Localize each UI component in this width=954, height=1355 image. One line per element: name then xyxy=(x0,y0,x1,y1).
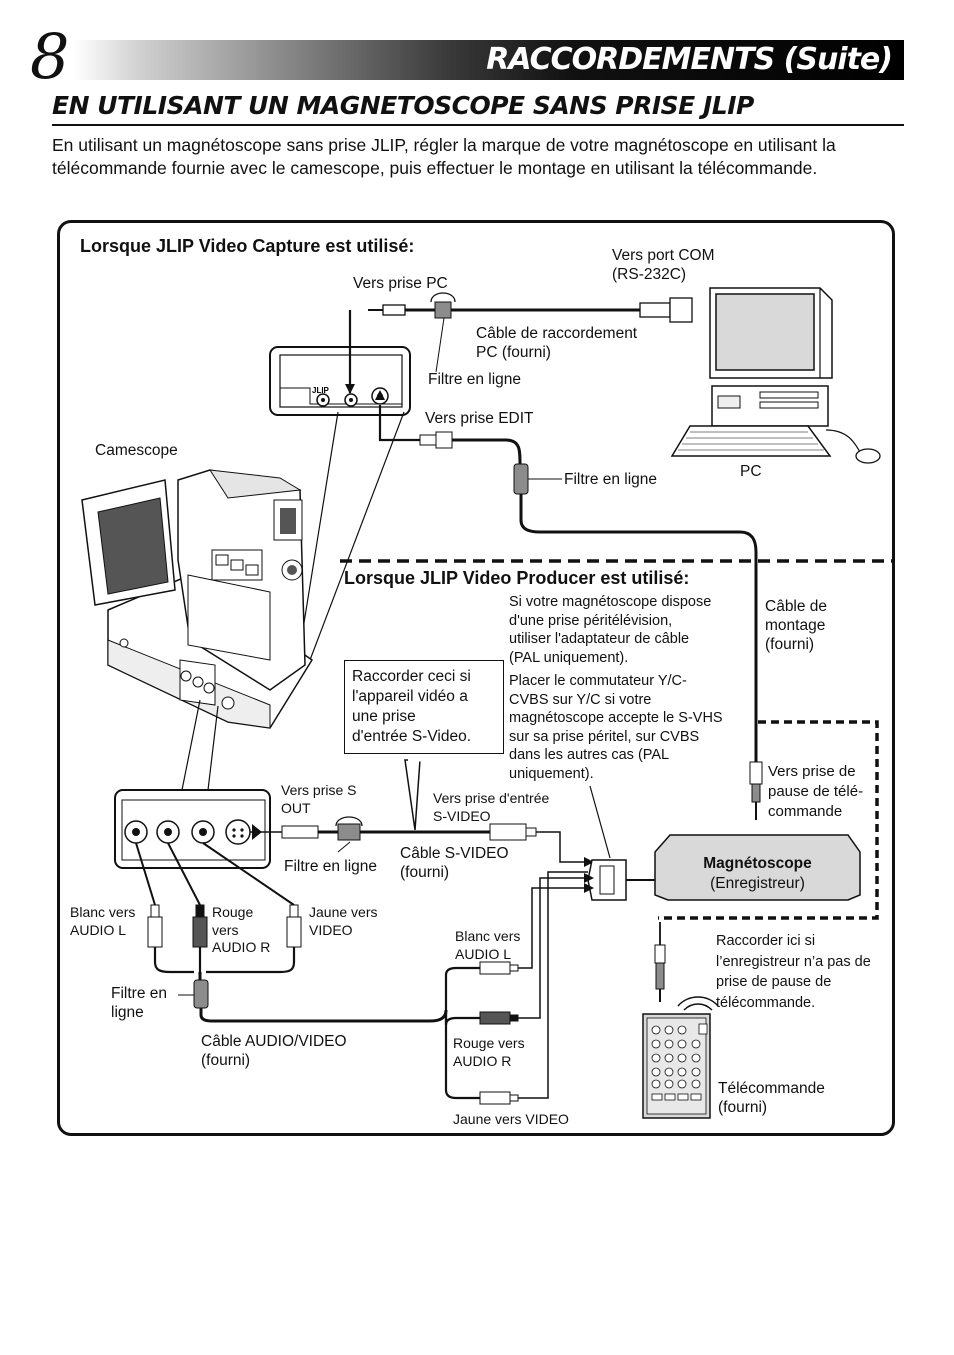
note-peritel: Si votre magnétoscope dispose d'une pris… xyxy=(509,594,712,666)
rca-cables-right xyxy=(444,871,594,1105)
label-jaune-video-right: Jaune vers VIDEO xyxy=(453,1111,569,1127)
note-commutateur: Placer le commutateur Y/C- CVBS sur Y/C … xyxy=(509,673,723,782)
label-vers-prise-pause: Vers prise de pause de télé- commande xyxy=(768,763,864,820)
scart-adapter xyxy=(587,859,660,901)
svideo-cable xyxy=(250,816,594,867)
page-number: 8 xyxy=(30,20,70,93)
page-title: RACCORDEMENTS (Suite) xyxy=(486,42,893,77)
jlip-mark: JLIP xyxy=(312,386,330,395)
vcr-illustration xyxy=(654,834,861,901)
label-cable-audio-video: Câble AUDIO/VIDEO (fourni) xyxy=(201,1033,347,1069)
vcr-name: Magnétoscope xyxy=(703,855,812,872)
label-filtre-ligne-2: Filtre en ligne xyxy=(564,471,658,488)
label-rouge-audio-r-right: Rouge vers AUDIO R xyxy=(453,1035,525,1069)
edit-cable xyxy=(419,431,763,820)
label-vers-prise-edit: Vers prise EDIT xyxy=(425,410,534,427)
vcr-sub: (Enregistreur) xyxy=(710,875,805,892)
label-filtre-ligne-4: Filtre en ligne xyxy=(111,985,167,1021)
camera-connector-closeup: JLIP xyxy=(269,346,411,416)
remote-pause-dashed-line xyxy=(658,720,879,920)
pc-connection-cable xyxy=(368,292,693,323)
section-rule xyxy=(52,124,904,126)
label-cable-svideo: Câble S-VIDEO (fourni) xyxy=(400,845,509,881)
header-bar xyxy=(74,40,904,80)
remote-pause-plug xyxy=(654,922,666,1002)
note-raccorder-ici: Raccorder ici si l’enregistreur n’a pas … xyxy=(716,933,871,1011)
pc-illustration xyxy=(670,287,881,464)
label-filtre-ligne-1: Filtre en ligne xyxy=(428,371,522,388)
label-vers-prise-s-out: Vers prise S OUT xyxy=(281,782,357,816)
label-blanc-audio-l-left: Blanc vers AUDIO L xyxy=(70,904,136,938)
label-jaune-video-left: Jaune vers VIDEO xyxy=(309,904,378,938)
label-camescope: Camescope xyxy=(95,442,178,459)
rca-cables-left xyxy=(135,842,448,1023)
label-blanc-audio-l-right: Blanc vers AUDIO L xyxy=(455,928,521,962)
label-telecommande: Télécommande (fourni) xyxy=(718,1080,825,1116)
intro-paragraph: En utilisant un magnétoscope sans prise … xyxy=(52,135,836,178)
label-vers-port-com: Vers port COM (RS-232C) xyxy=(612,247,715,283)
remote-control-illustration xyxy=(642,996,719,1119)
note-svideo-box: Raccorder ceci si l'appareil vidéo a une… xyxy=(344,660,504,754)
label-pc: PC xyxy=(740,463,762,480)
diagram-frame xyxy=(57,220,895,1136)
section-title: EN UTILISANT UN MAGNETOSCOPE SANS PRISE … xyxy=(52,91,754,120)
camcorder-illustration xyxy=(81,469,314,729)
label-vers-prise-entree-svideo: Vers prise d'entrée S-VIDEO xyxy=(433,790,550,824)
capture-heading: Lorsque JLIP Video Capture est utilisé: xyxy=(80,236,415,256)
producer-heading: Lorsque JLIP Video Producer est utilisé: xyxy=(344,568,690,588)
label-rouge-audio-r-left: Rouge vers AUDIO R xyxy=(212,904,271,955)
label-cable-montage: Câble de montage (fourni) xyxy=(765,598,828,653)
label-filtre-ligne-3: Filtre en ligne xyxy=(284,858,378,875)
label-vers-prise-pc: Vers prise PC xyxy=(353,275,448,292)
label-cable-raccordement: Câble de raccordement PC (fourni) xyxy=(476,325,638,361)
av-jack-closeup xyxy=(114,789,271,869)
